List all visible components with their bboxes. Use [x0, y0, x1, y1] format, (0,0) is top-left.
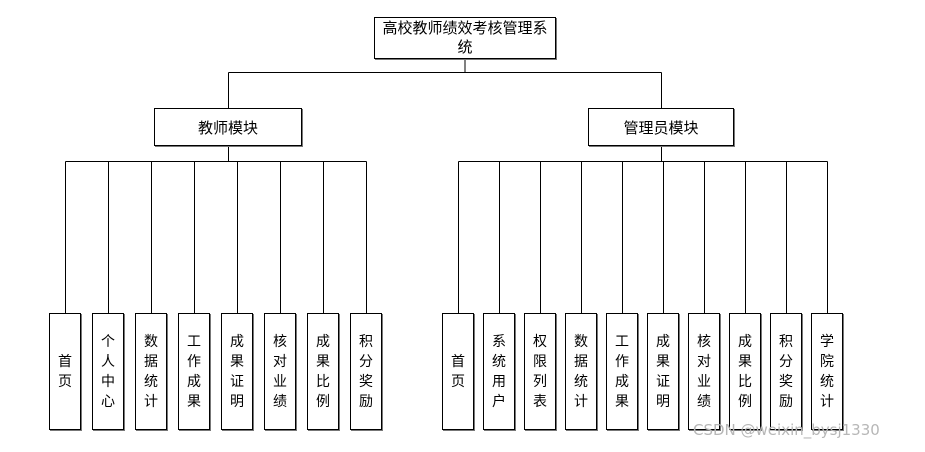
admin-leaf-label: 工作成果 — [615, 333, 629, 410]
admin-leaf-label: 成果比例 — [738, 333, 752, 410]
teacher-leaf-label: 数据统计 — [144, 333, 158, 410]
teacher-leaf-label: 核对业绩 — [273, 333, 287, 410]
admin-leaf-box: 数据统计 — [565, 313, 597, 430]
teacher-module-box: 教师模块 — [154, 108, 302, 146]
admin-module-label: 管理员模块 — [623, 118, 699, 137]
admin-leaf-box: 首页 — [442, 313, 474, 430]
admin-leaf-label: 核对业绩 — [697, 333, 711, 410]
teacher-leaf-box: 首页 — [49, 313, 81, 430]
admin-leaf-label: 系统用户 — [492, 333, 506, 410]
teacher-leaf-label: 工作成果 — [187, 333, 201, 410]
teacher-leaf-box: 工作成果 — [178, 313, 210, 430]
teacher-leaf-box: 核对业绩 — [264, 313, 296, 430]
teacher-module-label: 教师模块 — [197, 118, 258, 137]
admin-leaf-box: 系统用户 — [483, 313, 515, 430]
admin-leaf-label: 积分奖励 — [779, 333, 793, 410]
teacher-leaf-label: 首页 — [58, 353, 72, 390]
root-node-label: 高校教师绩效考核管理系统 — [382, 19, 548, 56]
teacher-leaf-box: 个人中心 — [92, 313, 124, 430]
admin-leaf-box: 成果证明 — [647, 313, 679, 430]
teacher-leaf-label: 积分奖励 — [359, 333, 373, 410]
admin-module-box: 管理员模块 — [588, 108, 734, 146]
teacher-leaf-box: 成果证明 — [221, 313, 253, 430]
teacher-leaf-box: 数据统计 — [135, 313, 167, 430]
admin-leaf-label: 首页 — [451, 353, 465, 390]
admin-leaf-label: 成果证明 — [656, 333, 670, 410]
teacher-leaf-label: 成果证明 — [230, 333, 244, 410]
admin-leaf-label: 数据统计 — [574, 333, 588, 410]
root-node-box: 高校教师绩效考核管理系统 — [374, 17, 556, 59]
admin-leaf-box: 成果比例 — [729, 313, 761, 430]
admin-leaf-box: 权限列表 — [524, 313, 556, 430]
admin-leaf-box: 积分奖励 — [770, 313, 802, 430]
teacher-leaf-box: 成果比例 — [307, 313, 339, 430]
admin-leaf-box: 核对业绩 — [688, 313, 720, 430]
admin-leaf-label: 学院统计 — [820, 333, 834, 410]
teacher-leaf-label: 成果比例 — [316, 333, 330, 410]
admin-leaf-box: 学院统计 — [811, 313, 843, 430]
teacher-leaf-box: 积分奖励 — [350, 313, 382, 430]
teacher-leaf-label: 个人中心 — [101, 333, 115, 410]
watermark: CSDN @weixin_bysj1330 — [693, 421, 880, 439]
admin-leaf-label: 权限列表 — [533, 333, 547, 410]
admin-leaf-box: 工作成果 — [606, 313, 638, 430]
